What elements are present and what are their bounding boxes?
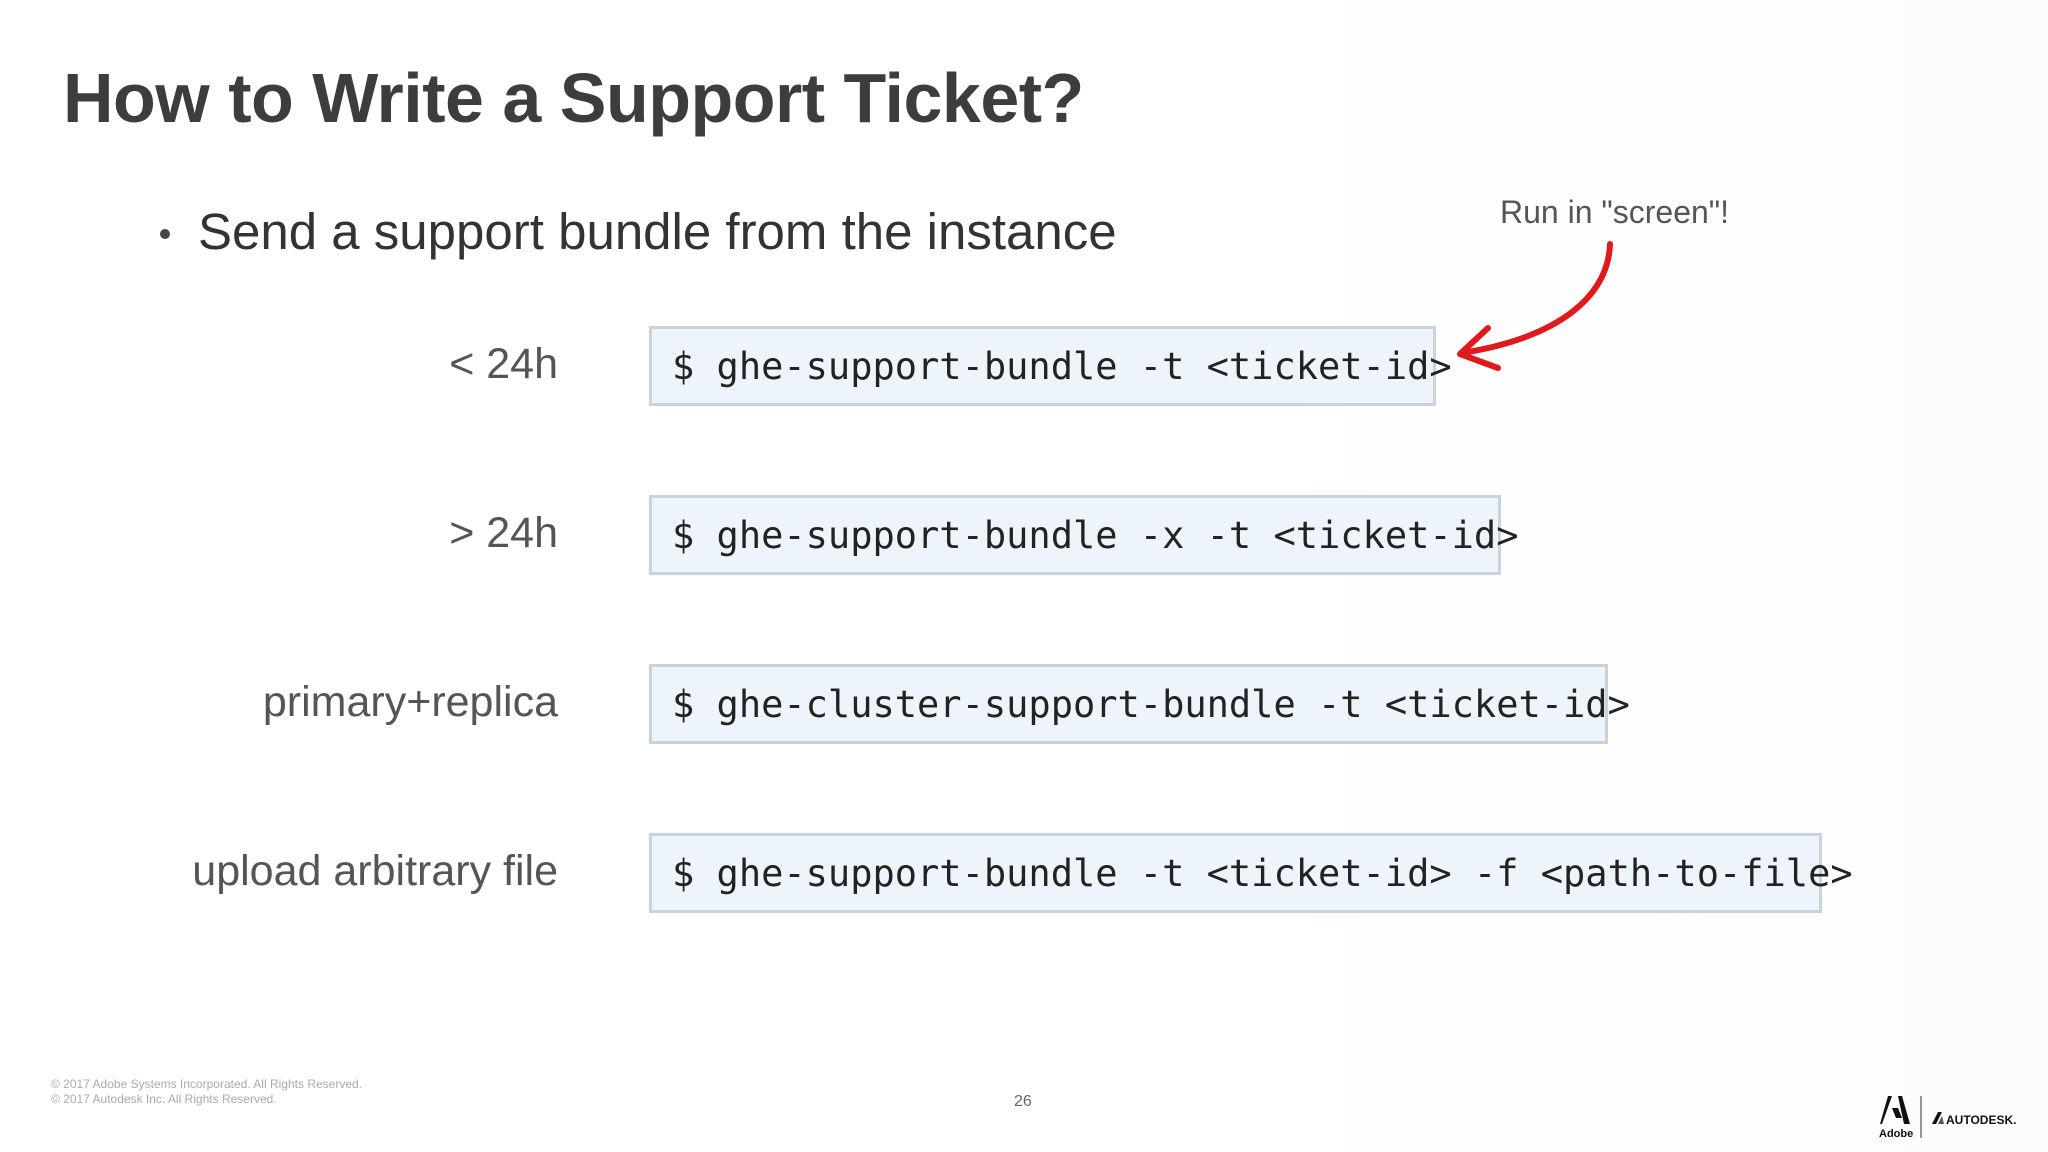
command-box-primary-replica: $ ghe-cluster-support-bundle -t <ticket-… (649, 664, 1630, 744)
footer-logos: Adobe AUTODESK. (1879, 1096, 2016, 1140)
command-text: $ ghe-support-bundle -t <ticket-id> (672, 344, 1452, 388)
row-label-upload-file: upload arbitrary file (192, 847, 558, 895)
command-text: $ ghe-support-bundle -x -t <ticket-id> (672, 513, 1519, 557)
curved-arrow-icon (1457, 241, 1613, 371)
command-text: $ ghe-cluster-support-bundle -t <ticket-… (672, 682, 1630, 726)
copyright-line: © 2017 Adobe Systems Incorporated. All R… (51, 1077, 363, 1091)
annotation-note: Run in "screen"! (1500, 194, 1730, 230)
footer-copyright: © 2017 Adobe Systems Incorporated. All R… (51, 1077, 362, 1107)
adobe-logo: Adobe (1879, 1096, 1913, 1140)
bullet-dot-icon (160, 228, 170, 239)
autodesk-logo: AUTODESK. (1932, 1112, 2016, 1127)
row-label-primary-replica: primary+replica (262, 678, 558, 726)
page-number: 26 (1014, 1093, 1032, 1110)
command-box-gt-24h: $ ghe-support-bundle -x -t <ticket-id> (649, 495, 1518, 575)
row-label-gt-24h: > 24h (449, 509, 558, 557)
command-box-upload-file: $ ghe-support-bundle -t <ticket-id> -f <… (649, 833, 1853, 913)
bullet-text: Send a support bundle from the instance (198, 203, 1117, 260)
command-box-lt-24h: $ ghe-support-bundle -t <ticket-id> (649, 326, 1452, 406)
copyright-line: © 2017 Autodesk Inc. All Rights Reserved… (51, 1092, 277, 1106)
adobe-logo-text: Adobe (1879, 1128, 1913, 1140)
autodesk-logo-text: AUTODESK. (1946, 1113, 2016, 1127)
slide-title: How to Write a Support Ticket? (63, 59, 1084, 137)
row-label-lt-24h: < 24h (449, 340, 558, 388)
bullet-item: Send a support bundle from the instance (160, 202, 1117, 261)
command-text: $ ghe-support-bundle -t <ticket-id> -f <… (672, 851, 1853, 895)
